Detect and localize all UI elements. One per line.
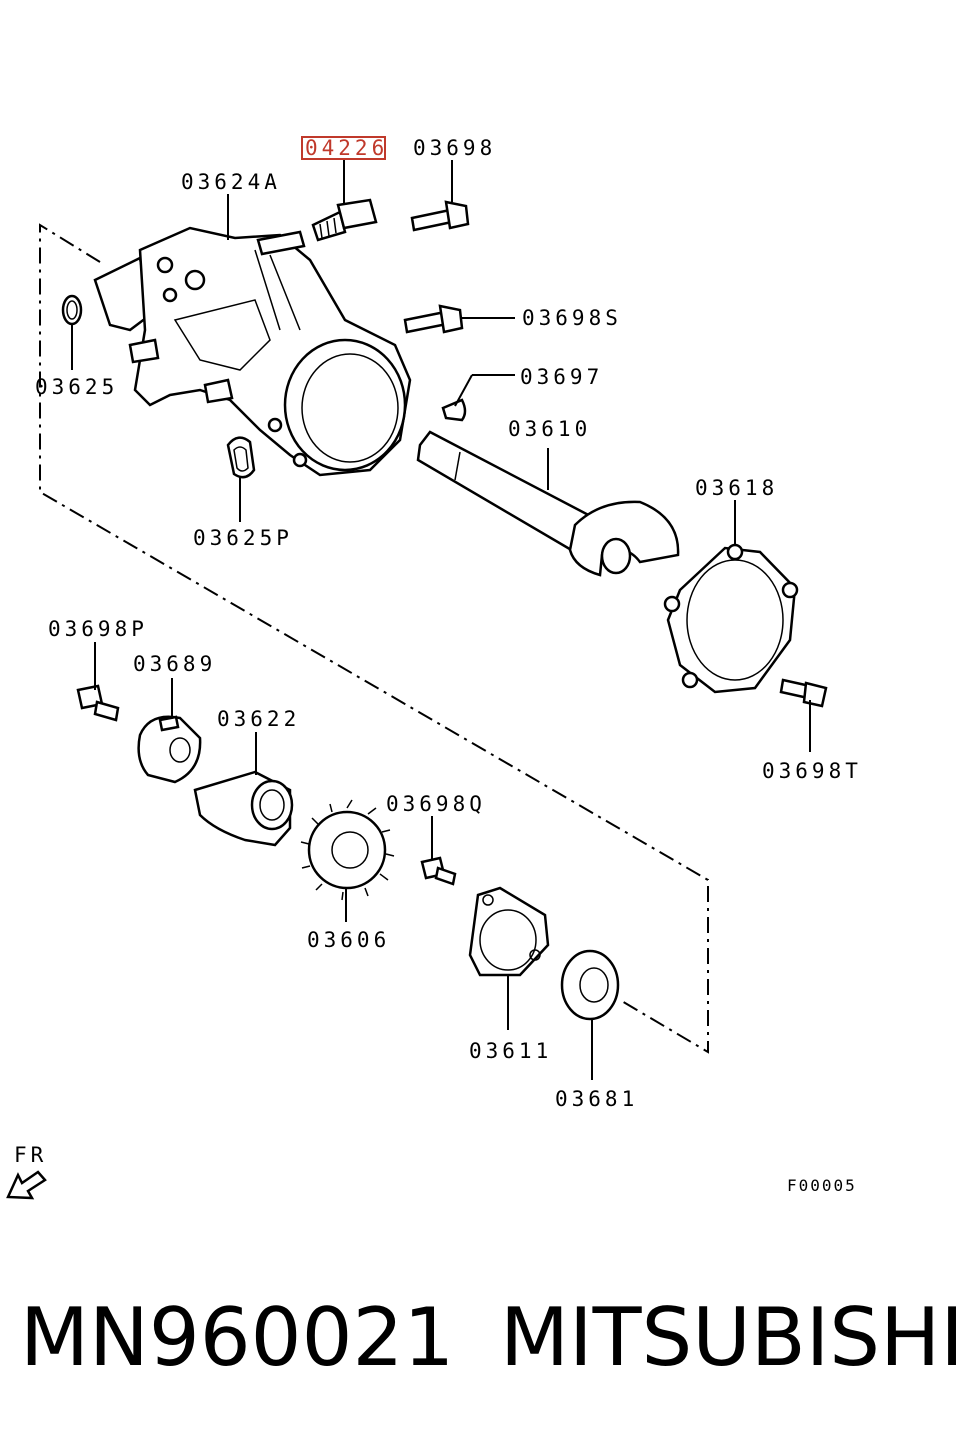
gasket-03625P[interactable] [226,436,256,479]
label-03689[interactable]: 03689 [133,652,216,676]
label-03606[interactable]: 03606 [307,928,390,952]
gasket-03611[interactable] [468,886,550,977]
bolt-03698S[interactable] [403,304,464,334]
label-03697[interactable]: 03697 [520,365,603,389]
label-03698S[interactable]: 03698S [522,306,622,330]
brand-name: MITSUBISHI [500,1291,960,1384]
direction-arrow-icon [6,1170,47,1200]
bolt-03698P[interactable] [76,684,120,722]
shaft-03610[interactable] [416,430,680,577]
label-03611[interactable]: 03611 [469,1039,552,1063]
figure-code: F00005 [787,1176,857,1195]
label-03618[interactable]: 03618 [695,476,778,500]
label-03624A[interactable]: 03624A [181,170,281,194]
rotor-03622[interactable] [193,770,294,847]
label-03625P[interactable]: 03625P [193,526,293,550]
assembly-frame [39,223,709,1054]
label-03698[interactable]: 03698 [413,136,496,160]
leader-lines [71,160,811,1080]
direction-label: FR [14,1143,47,1167]
bolt-03698[interactable] [410,200,470,232]
part-number: MN960021 [20,1291,454,1384]
label-03698T[interactable]: 03698T [762,759,862,783]
label-03698Q[interactable]: 03698Q [386,792,486,816]
o-ring-03625[interactable] [61,294,83,326]
key-03697[interactable] [441,398,467,422]
sensor-04226[interactable] [311,198,378,242]
label-03698P[interactable]: 03698P [48,617,148,641]
label-03622[interactable]: 03622 [217,707,300,731]
housing-03624A[interactable] [93,226,412,477]
collar-03689[interactable] [137,715,202,784]
bolt-03698Q[interactable] [420,856,457,886]
sprocket-03606[interactable] [300,799,395,901]
label-03610[interactable]: 03610 [508,417,591,441]
seal-03681[interactable] [560,949,620,1021]
cover-03618[interactable] [663,543,799,694]
highlight-box [301,136,386,160]
bolt-03698T[interactable] [779,678,828,708]
label-03681[interactable]: 03681 [555,1087,638,1111]
label-04226[interactable]: 04226 [305,136,388,160]
label-03625[interactable]: 03625 [35,375,118,399]
